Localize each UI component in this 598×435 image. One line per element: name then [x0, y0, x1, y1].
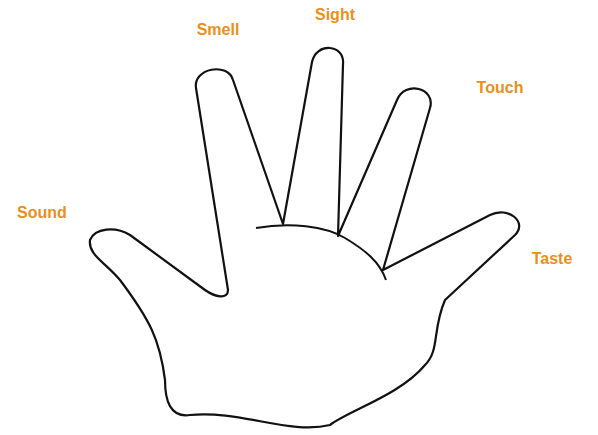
hand-outline	[90, 48, 519, 427]
sense-label: Taste	[532, 250, 573, 268]
sense-label: Sound	[17, 204, 67, 222]
sense-label: Touch	[477, 79, 524, 97]
sense-label: Smell	[197, 21, 240, 39]
sense-label: Sight	[315, 6, 355, 24]
palm-crease	[256, 225, 386, 280]
